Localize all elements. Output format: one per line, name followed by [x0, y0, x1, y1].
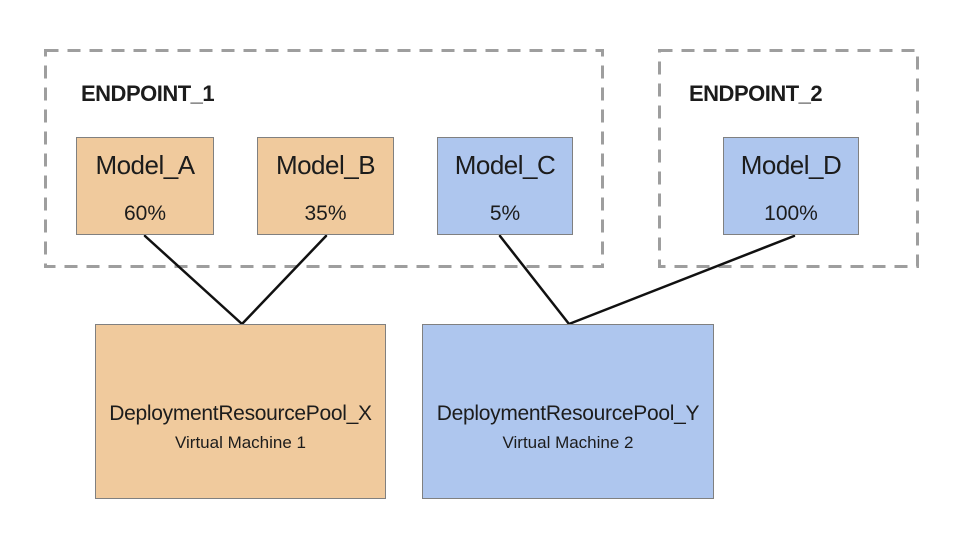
pool-box-deployment-resource-pool-y: DeploymentResourcePool_Y Virtual Machine… — [422, 324, 714, 499]
pool-y-name: DeploymentResourcePool_Y — [436, 402, 700, 425]
model-b-traffic-split: 35% — [304, 202, 347, 225]
endpoint-1-label: ENDPOINT_1 — [81, 81, 215, 106]
pool-box-deployment-resource-pool-x: DeploymentResourcePool_X Virtual Machine… — [95, 324, 386, 499]
model-b-name: Model_B — [275, 150, 376, 180]
connector-model-c-to-pool-y — [498, 234, 571, 326]
model-c-traffic-split: 5% — [489, 202, 521, 225]
model-a-traffic-split: 60% — [123, 202, 167, 225]
model-box-model-a: Model_A 60% — [76, 137, 214, 235]
pool-x-name: DeploymentResourcePool_X — [109, 402, 372, 425]
endpoint-1-dashed-border — [44, 49, 604, 268]
connector-model-b-to-pool-x — [240, 234, 328, 326]
model-a-name: Model_A — [95, 150, 195, 180]
model-c-name: Model_C — [454, 150, 556, 180]
connector-model-d-to-pool-y — [567, 234, 796, 326]
pool-x-machine-label: Virtual Machine 1 — [174, 433, 307, 452]
connector-model-a-to-pool-x — [143, 234, 244, 326]
model-box-model-b: Model_B 35% — [257, 137, 394, 235]
model-box-model-d: Model_D 100% — [723, 137, 859, 235]
model-box-model-c: Model_C 5% — [437, 137, 573, 235]
endpoint-2-dashed-border — [658, 49, 919, 268]
pool-y-machine-label: Virtual Machine 2 — [502, 433, 634, 452]
model-d-traffic-split: 100% — [764, 202, 818, 225]
endpoint-2-label: ENDPOINT_2 — [689, 81, 823, 106]
model-d-name: Model_D — [740, 150, 842, 180]
